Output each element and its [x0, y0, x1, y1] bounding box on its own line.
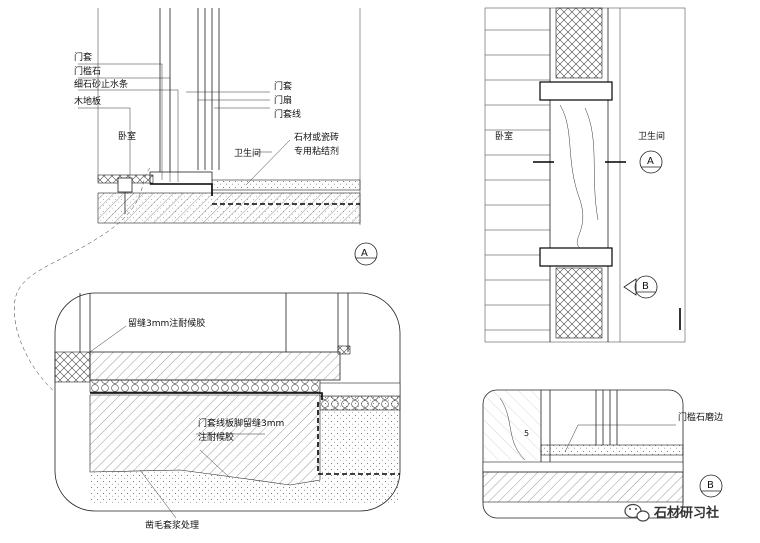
label-bathroom: 卫生间 — [234, 147, 261, 159]
label-plan-bathroom: 卫生间 — [638, 130, 665, 142]
label-dim-5: 5 — [524, 429, 529, 438]
label-waterstop: 细石砂止水条 — [74, 78, 128, 90]
watermark: 石材研习社 — [624, 503, 719, 522]
label-wood-floor: 木地板 — [74, 95, 101, 107]
label-roughen: 凿毛套浆处理 — [145, 519, 199, 531]
marker-b-detail: B — [707, 480, 714, 491]
label-casing-gap-2: 注耐候胶 — [198, 431, 234, 443]
label-casing-gap-1: 门套线板脚留缝3mm — [198, 417, 284, 429]
marker-b-plan: B — [642, 281, 649, 292]
marker-a-main: A — [361, 248, 368, 259]
label-door-leaf: 门扇 — [274, 94, 292, 106]
marker-a-plan: A — [647, 156, 654, 167]
label-threshold-stone: 门槛石 — [74, 65, 101, 77]
label-bedroom: 卧室 — [118, 130, 136, 142]
section-a-detail: 门套 门槛石 细石砂止水条 木地板 卧室 门套 门扇 门套线 卫生间 石材或瓷砖… — [13, 8, 378, 393]
section-b-detail: 5 门槛石磨边 B — [482, 389, 723, 519]
label-door-frame-right: 门套 — [274, 80, 292, 92]
enlarged-detail: 留缝3mm注耐候胶 门套线板脚留缝3mm 注耐候胶 凿毛套浆处理 — [54, 292, 401, 531]
watermark-text: 石材研习社 — [653, 505, 719, 521]
label-stone-tile: 石材或瓷砖 — [294, 131, 339, 143]
plan-view: 卧室 卫生间 A B — [484, 7, 686, 343]
label-plan-bedroom: 卧室 — [495, 130, 513, 142]
label-gap-glue: 留缝3mm注耐候胶 — [128, 317, 205, 329]
label-adhesive: 专用粘结剂 — [294, 145, 339, 157]
label-door-frame: 门套 — [74, 51, 92, 63]
label-door-casing: 门套线 — [274, 108, 301, 120]
label-threshold-edge: 门槛石磨边 — [678, 411, 723, 423]
wechat-icon — [624, 503, 650, 522]
